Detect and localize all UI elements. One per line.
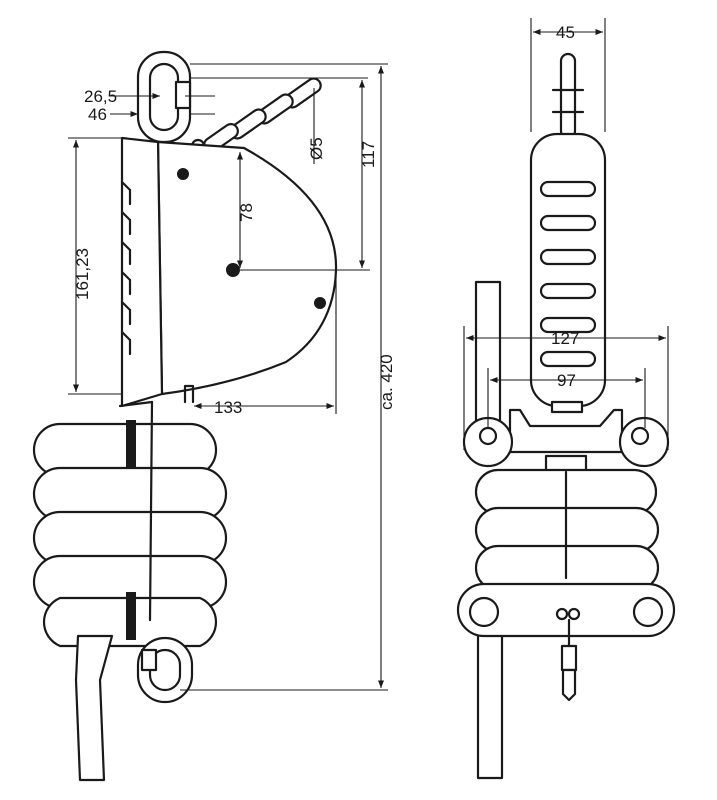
front-yoke (462, 408, 670, 474)
dim-117: 117 (359, 141, 378, 168)
side-dimensions (68, 63, 388, 691)
front-top-eyelet (551, 52, 585, 140)
side-view: 26,5 46 Ø5 117 78 161,23 133 ca. 420 (32, 50, 396, 782)
front-dimension-labels: 45 127 97 (551, 23, 579, 390)
balancer-housing (120, 136, 338, 408)
dim-161-23: 161,23 (73, 248, 92, 300)
dim-78: 78 (237, 203, 256, 222)
front-spiral (456, 468, 676, 702)
chain (190, 77, 322, 154)
top-carabiner (136, 50, 192, 144)
dim-133: 133 (214, 398, 242, 417)
dim-46: 46 (88, 105, 107, 124)
dim-26-5: 26,5 (84, 87, 117, 106)
dim-97: 97 (557, 371, 576, 390)
dim-45: 45 (556, 23, 575, 42)
dim-d5: Ø5 (307, 137, 326, 160)
spiral-cable (32, 400, 228, 782)
side-dimension-labels: 26,5 46 Ø5 117 78 161,23 133 ca. 420 (73, 87, 396, 417)
dim-ca-420: ca. 420 (377, 354, 396, 410)
dim-127: 127 (551, 329, 579, 348)
front-dimensions (463, 18, 669, 450)
front-view: 45 127 97 (456, 18, 676, 780)
bottom-hook (136, 636, 194, 704)
